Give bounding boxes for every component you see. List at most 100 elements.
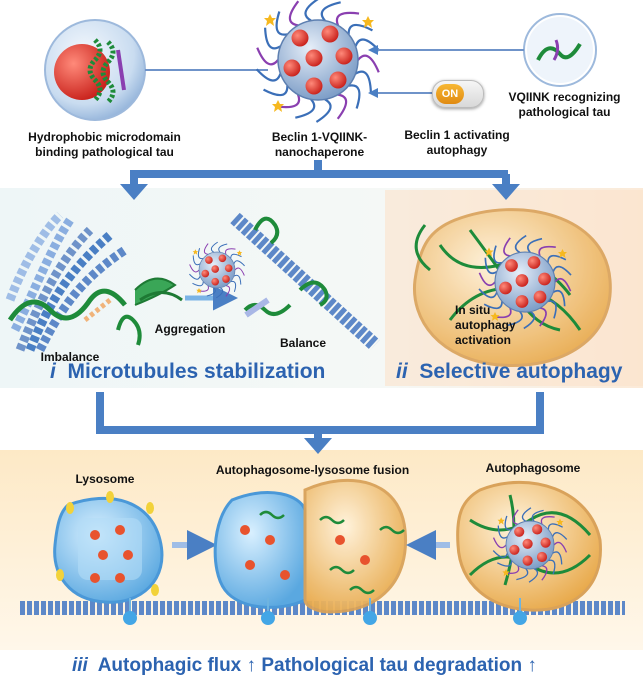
fusion-enzyme-dot — [265, 535, 275, 545]
nanochaperone-star — [484, 247, 494, 257]
nanochaperone-arm — [484, 257, 498, 275]
nanochaperone-domain — [533, 290, 547, 304]
nanochaperone-domain — [505, 259, 518, 272]
nanochaperone-arm — [336, 93, 348, 120]
title-iii-number: iii — [72, 655, 88, 676]
nanochaperone-domain — [218, 254, 227, 263]
nanochaperone-arm — [547, 523, 563, 530]
fusion-enzyme-dot — [360, 555, 370, 565]
lysosome-icon — [53, 497, 164, 604]
up-arrow-2: ↑ — [527, 655, 537, 676]
fusion-tau-fragment — [349, 585, 375, 595]
nanochaperone-arm — [531, 509, 544, 522]
fusion-tau-fragment — [319, 515, 345, 525]
lysosome-enzyme-dot — [98, 550, 108, 560]
on-switch-knob: ON — [436, 84, 464, 104]
title-iii-text-b: Pathological tau degradation — [261, 655, 523, 676]
fusion-enzyme-dot — [335, 535, 345, 545]
title-ii-text: Selective autophagy — [419, 360, 623, 383]
nanochaperone-arm — [320, 1, 341, 22]
insitu-label: In situ autophagy activation — [455, 303, 516, 347]
vqiink-label: VQIINK recognizing pathological tau — [508, 90, 621, 119]
nanochaperone-domain — [538, 272, 551, 286]
nanochaperone-arm — [547, 300, 557, 319]
title-i-text: Microtubules stabilization — [67, 360, 326, 383]
nanochaperone-star — [196, 288, 202, 294]
nanochaperone-icon — [255, 0, 381, 123]
nanochaperone-arm — [528, 568, 539, 583]
nanochaperone-arm — [234, 267, 245, 276]
nanochaperone-star — [272, 100, 284, 112]
nanochaperone-arm — [554, 277, 572, 292]
fusion-tau-fragment — [259, 510, 285, 520]
autophagosome-label: Autophagosome — [485, 461, 581, 475]
nanochaperone-arm — [288, 0, 300, 27]
nanochaperone-arm — [504, 515, 512, 531]
nanochaperone-domain — [515, 274, 529, 287]
imbalance-arrow — [83, 298, 112, 322]
lysosome-enzyme-dot — [90, 530, 100, 540]
nanochaperone-star — [556, 518, 564, 526]
nanochaperone-arm — [264, 27, 281, 50]
nanochaperone-arm — [539, 307, 547, 327]
fusion-contents — [240, 510, 405, 595]
aggregation-label: Aggregation — [154, 322, 226, 336]
tau-strand-left — [7, 288, 127, 322]
merge-arrows — [96, 392, 544, 454]
title-ii-number: ii — [396, 360, 408, 383]
fusion-enzyme-dot — [245, 560, 255, 570]
nanochaperone-arm — [210, 241, 218, 253]
nanochaperone-domain — [499, 281, 512, 295]
nanochaperone-domain — [515, 295, 529, 308]
nanochaperone-arm — [263, 85, 289, 97]
nanochaperone-arm — [538, 245, 556, 257]
balance-arrow — [244, 297, 270, 318]
nanochaperone-domain — [540, 537, 551, 548]
nanochaperone-arm — [255, 68, 282, 82]
nanochaperone-arm — [497, 560, 513, 567]
lysosome-protein — [56, 569, 64, 581]
top-distribution-arrows — [120, 160, 520, 200]
nanochaperone-domain — [222, 275, 230, 283]
nanochaperone-arm — [225, 285, 231, 297]
nanochaperone-domain — [291, 29, 309, 47]
balance-label: Balance — [279, 336, 327, 350]
nanochaperone-domain — [335, 47, 353, 65]
lysosome-enzyme-dot — [123, 550, 133, 560]
nanochaperone-arm — [206, 287, 216, 297]
on-switch: ON — [432, 80, 484, 108]
tau-strand-right-1 — [253, 216, 280, 245]
aggregation-sheet-icon — [134, 277, 183, 306]
nanochaperone-star — [558, 249, 567, 258]
nanochaperone-domain — [514, 526, 525, 537]
fusion-tau-fragment — [379, 525, 405, 535]
nanochaperone-arm — [527, 237, 543, 253]
nanochaperone-arm — [512, 509, 519, 525]
lysosome-protein — [151, 584, 159, 596]
nanochaperone-domain — [329, 71, 347, 89]
nanochaperone-domain — [205, 256, 213, 264]
nanochaperone-arm — [553, 541, 568, 553]
nanochaperone-star — [192, 249, 199, 255]
anchor-dots — [123, 598, 527, 625]
nanochaperone-arm — [540, 516, 555, 525]
nanochaperone-arm — [478, 288, 498, 299]
nanochaperone-domain — [224, 264, 233, 273]
fusion-label: Autophagosome-lysosome fusion — [215, 463, 410, 477]
fusion-tau-fragment — [329, 565, 355, 575]
nanochaperone-star — [264, 14, 276, 26]
nanochaperone-domain — [532, 524, 543, 535]
nanochaperone-domain — [522, 555, 533, 566]
lysosome-enzyme-dot — [115, 573, 125, 583]
lysosome-label: Lysosome — [75, 472, 135, 486]
lysosome-protein — [66, 502, 74, 514]
nanochaperone-arm — [552, 551, 563, 565]
nanochaperone-domain — [321, 25, 339, 43]
tau-strand-right-3 — [243, 303, 292, 316]
fusion-lysosome-part — [213, 491, 307, 609]
nanochaperone-arm — [189, 273, 201, 280]
nanochaperone-domain — [522, 538, 533, 549]
nanochaperone-arm — [547, 254, 567, 263]
nanochaperone-arm — [203, 243, 209, 255]
nanochaperone-arm — [256, 47, 279, 66]
